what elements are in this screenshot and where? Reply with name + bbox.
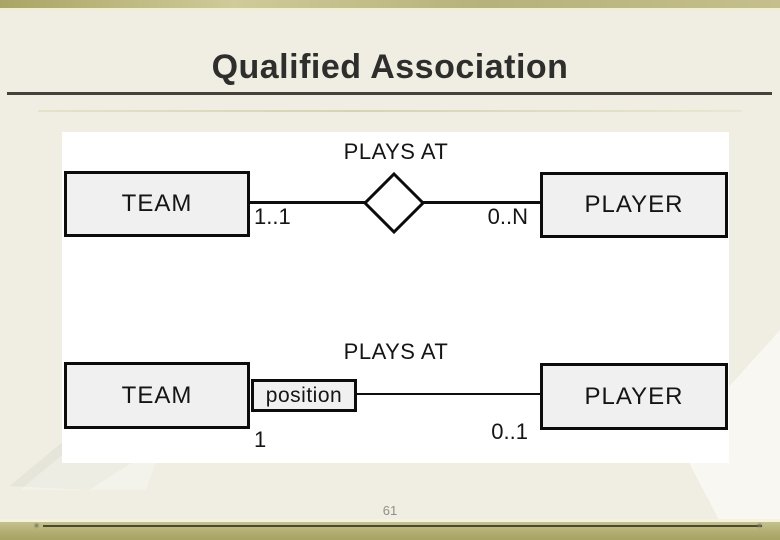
qualifier-box: position: [251, 379, 357, 412]
association-line: [357, 393, 540, 395]
entity-label: TEAM: [121, 190, 193, 217]
relationship-name: PLAYS AT: [343, 139, 449, 164]
page-number: 61: [382, 503, 398, 518]
entity-label: PLAYER: [584, 382, 684, 410]
cardinality-label: 1: [254, 427, 267, 452]
relationship-diamond-icon: [363, 172, 425, 234]
association-line-right: [423, 201, 540, 204]
entity-label: PLAYER: [584, 191, 684, 218]
footer-rule-line: [43, 525, 762, 527]
top-accent-band: [0, 0, 780, 10]
cardinality-label: 0..1: [491, 419, 528, 444]
footer-ornament-left: [33, 522, 40, 529]
entity-box-player-top: PLAYER: [540, 172, 728, 238]
footer-ornament-right: [756, 522, 763, 529]
entity-label: TEAM: [121, 381, 193, 409]
title-underline-secondary: [38, 110, 742, 112]
page-title: Qualified Association: [211, 48, 569, 86]
entity-box-team-top: TEAM: [64, 171, 250, 237]
title-underline: [7, 92, 772, 95]
association-line-left: [250, 201, 365, 204]
entity-box-team-bottom: TEAM: [64, 362, 250, 429]
diagram-panel: TEAM 1..1 PLAYS AT 0..N PLAYER TEAM posi…: [62, 132, 729, 463]
cardinality-label: 0..N: [487, 204, 528, 229]
cardinality-label: 1..1: [254, 204, 291, 229]
relationship-name: PLAYS AT: [343, 339, 449, 364]
footer-highlight-line: [0, 519, 780, 522]
qualifier-label: position: [265, 383, 343, 407]
entity-box-player-bottom: PLAYER: [540, 363, 728, 430]
